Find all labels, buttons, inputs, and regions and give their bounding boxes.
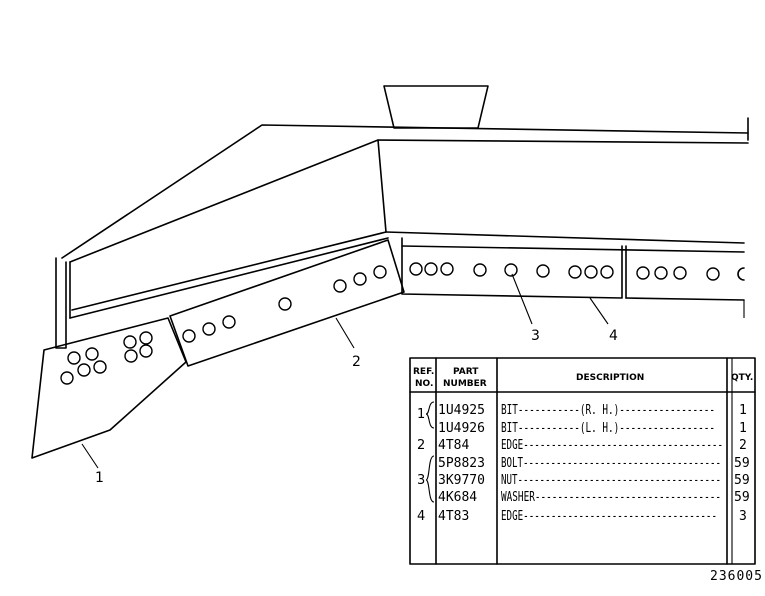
cutting-edge-angled [169, 239, 405, 367]
row-part: 4T84 [438, 438, 469, 453]
row-part: 1U4925 [438, 403, 485, 418]
cutting-edge-straight [401, 237, 745, 318]
blade-body [55, 85, 749, 349]
table-row: 4K684 WASHER----------------------------… [438, 490, 750, 505]
callout-3: 3 [531, 328, 540, 344]
table-row: 1 1U4925 BIT-----------(R. H.)----------… [417, 403, 747, 422]
row-part: 4T83 [438, 509, 469, 524]
table-row: 4 4T83 EDGE-----------------------------… [417, 509, 747, 524]
row-ref: 4 [417, 509, 425, 524]
parts-table: REF. NO. PART NUMBER DESCRIPTION QTY. 1 … [409, 357, 756, 565]
leader-lines [81, 273, 609, 469]
row-part: 4K684 [438, 490, 477, 505]
row-qty: 3 [739, 509, 747, 524]
row-qty: 59 [734, 456, 750, 471]
row-desc: EDGE----------------------------------- [501, 509, 717, 524]
row-desc: WASHER--------------------------------- [501, 490, 721, 505]
row-desc: NUT------------------------------------- [501, 473, 721, 488]
row-ref: 1 [417, 407, 425, 422]
header-ref-line2: NO. [415, 379, 433, 389]
table-row: 3 3K9770 NUT----------------------------… [417, 473, 750, 488]
row-qty: 59 [734, 490, 750, 505]
row-qty: 1 [739, 421, 747, 436]
figure-number: 236005 [710, 569, 763, 584]
row-qty: 1 [739, 403, 747, 418]
row-ref: 2 [417, 438, 425, 453]
callout-2: 2 [352, 354, 361, 370]
row-desc: BOLT------------------------------------ [501, 456, 721, 471]
row-qty: 59 [734, 473, 750, 488]
header-description: DESCRIPTION [576, 373, 644, 383]
row-qty: 2 [739, 438, 747, 453]
table-row: 2 4T84 EDGE-----------------------------… [417, 438, 747, 453]
row-part: 3K9770 [438, 473, 485, 488]
row-part: 5P8823 [438, 456, 485, 471]
row-desc: BIT-----------(R. H.)----------------- [501, 403, 715, 418]
table-row: 5P8823 BOLT-----------------------------… [438, 456, 750, 471]
row-ref: 3 [417, 473, 425, 488]
callout-1: 1 [95, 470, 104, 486]
header-part-line2: NUMBER [443, 379, 487, 389]
row-part: 1U4926 [438, 421, 485, 436]
row-desc: BIT-----------(L. H.)----------------- [501, 421, 715, 436]
table-row: 1U4926 BIT-----------(L. H.)------------… [438, 421, 747, 436]
bit-left-end [31, 317, 187, 459]
row-desc: EDGE------------------------------------ [501, 438, 723, 453]
header-qty: QTY. [731, 373, 753, 383]
callout-4: 4 [609, 328, 618, 344]
header-part-line1: PART [453, 367, 479, 377]
header-ref-line1: REF. [413, 367, 434, 377]
